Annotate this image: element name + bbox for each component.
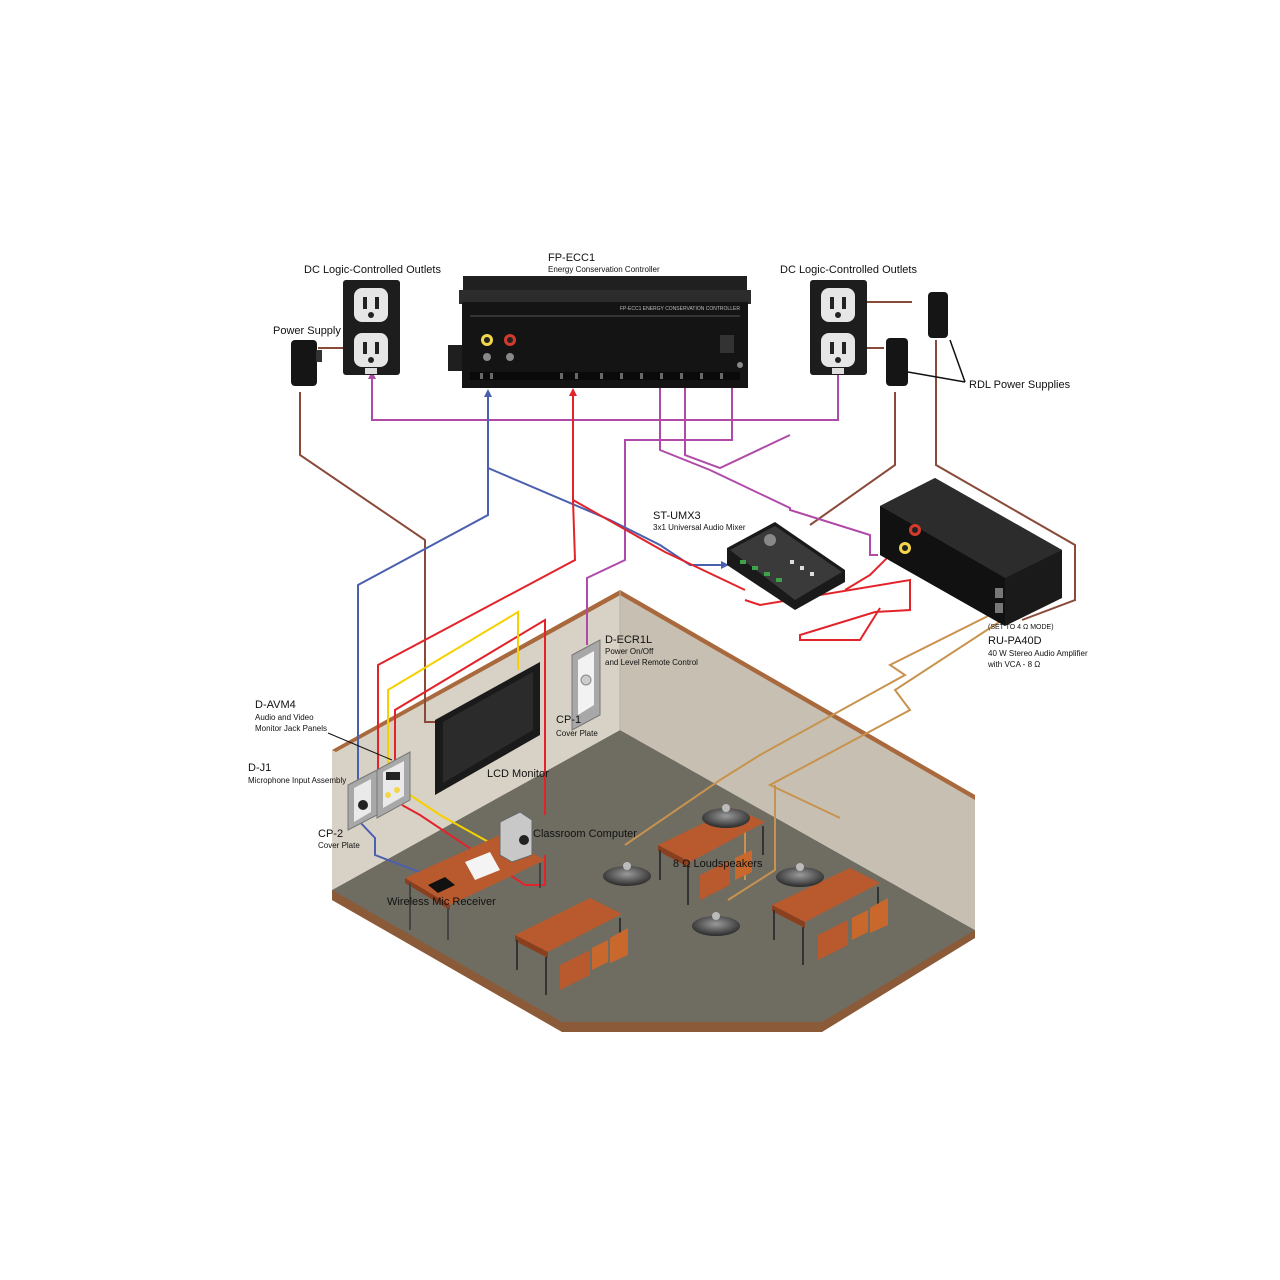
cable-tan-3 — [727, 785, 776, 901]
room-wall-right — [620, 590, 975, 930]
fp-ecc1-label: FP-ECC1 — [548, 252, 596, 264]
cp1-sublabel: Cover Plate — [556, 729, 598, 738]
fp-ecc1-sublabel: Energy Conservation Controller — [548, 265, 660, 274]
ru-pa40d-sublabel-1: 40 W Stereo Audio Amplifier — [988, 649, 1088, 658]
lcd-monitor-label: LCD Monitor — [487, 768, 549, 780]
teacher-desk — [405, 811, 545, 940]
d-avm4-label: D-AVM4 — [255, 699, 296, 711]
rdl-power-supplies-label: RDL Power Supplies — [969, 379, 1071, 391]
cable-magenta-outlets — [368, 371, 839, 421]
lcd-monitor — [435, 662, 540, 795]
d-ecr1l-plate — [571, 639, 601, 731]
dc-outlets-left — [343, 280, 400, 375]
cp1-label: CP-1 — [556, 714, 582, 726]
st-umx3-mixer — [727, 522, 845, 610]
cable-brown-left — [299, 392, 438, 723]
cables — [299, 301, 1076, 901]
cable-magenta-remote — [586, 374, 736, 645]
cp2-label: CP-2 — [318, 828, 344, 840]
cable-tan-1 — [624, 608, 1004, 846]
classroom-computer-label: Classroom Computer — [533, 828, 637, 840]
student-table — [772, 868, 888, 965]
cable-red-main — [377, 388, 577, 780]
d-avm4-plate — [376, 751, 411, 819]
dc-outlets-right — [810, 280, 867, 375]
classroom-room — [332, 590, 975, 1032]
d-ecr1l-sublabel-2: and Level Remote Control — [605, 658, 698, 667]
wireless-mic-label: Wireless Mic Receiver — [387, 896, 496, 908]
loudspeaker — [776, 863, 824, 887]
cable-magenta-amp — [656, 374, 878, 556]
ru-pa40d-sublabel-2: with VCA - 8 Ω — [988, 660, 1041, 669]
dc-outlets-left-label: DC Logic-Controlled Outlets — [304, 264, 441, 276]
fp-ecc1-faceplate-text: FP-ECC1 ENERGY CONSERVATION CONTROLLER — [620, 306, 740, 312]
ru-pa40d-amplifier — [880, 478, 1062, 626]
power-supply-label: Power Supply — [273, 325, 341, 337]
d-j1-label: D-J1 — [248, 762, 272, 774]
cable-tan-2 — [767, 614, 1011, 819]
loudspeaker — [692, 912, 740, 936]
fp-ecc1-controller: FP-ECC1 ENERGY CONSERVATION CONTROLLER — [448, 276, 751, 388]
st-umx3-sublabel: 3x1 Universal Audio Mixer — [653, 523, 746, 532]
cable-red-2 — [394, 618, 546, 815]
d-j1-plate — [347, 769, 378, 831]
wall-top-left — [332, 590, 624, 752]
wall-top-right — [620, 590, 975, 800]
dc-outlets-right-label: DC Logic-Controlled Outlets — [780, 264, 917, 276]
cable-magenta-umx — [681, 374, 791, 470]
loudspeakers — [603, 804, 824, 936]
loudspeaker — [603, 862, 651, 886]
cable-brown-right-2 — [935, 340, 1076, 621]
d-ecr1l-label: D-ECR1L — [605, 634, 653, 646]
d-j1-sublabel: Microphone Input Assembly — [248, 776, 347, 785]
cable-brown-right-1 — [809, 392, 896, 526]
d-avm4-sublabel-1: Audio and Video — [255, 713, 314, 722]
cable-blue-umx — [487, 467, 729, 569]
loudspeaker — [702, 804, 750, 828]
cable-red-umx — [572, 499, 746, 591]
st-umx3-label: ST-UMX3 — [653, 510, 701, 522]
d-ecr1l-sublabel-1: Power On/Off — [605, 647, 654, 656]
classroom-computer — [499, 811, 533, 863]
cable-yellow — [384, 610, 519, 804]
rdl-power-supplies — [886, 292, 966, 386]
loudspeakers-label: 8 Ω Loudspeakers — [673, 858, 763, 870]
cable-red-video — [401, 804, 546, 886]
cp2-sublabel: Cover Plate — [318, 841, 360, 850]
set-mode-label: (SET TO 4 Ω MODE) — [988, 624, 1054, 631]
power-supply-left — [291, 340, 322, 386]
student-table — [515, 898, 628, 995]
room-floor — [332, 730, 975, 1030]
ru-pa40d-label: RU-PA40D — [988, 635, 1042, 647]
d-avm4-sublabel-2: Monitor Jack Panels — [255, 724, 328, 733]
